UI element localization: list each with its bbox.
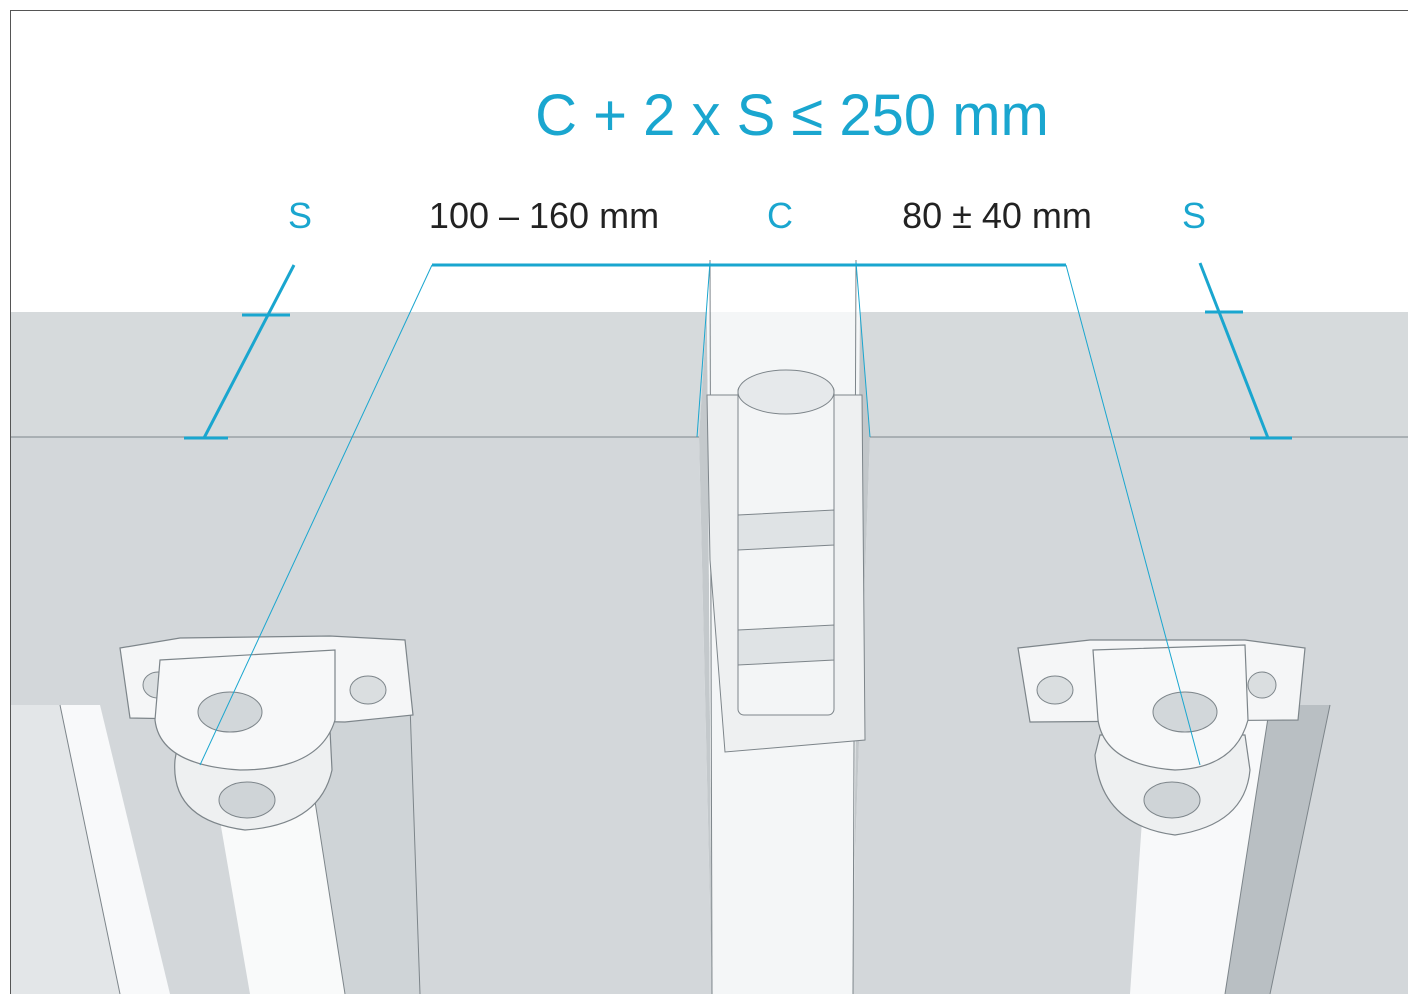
left-hinge-bracket	[119, 635, 414, 831]
right-projection-line	[1065, 264, 1201, 766]
s-label-left: S	[288, 195, 312, 236]
formula-title: C + 2 x S ≤ 250 mm	[535, 83, 1049, 148]
s-label-right: S	[1182, 195, 1206, 236]
range-label-left: 100 – 160 mm	[429, 195, 659, 236]
c-label: C	[767, 195, 793, 236]
left-projection-line	[199, 264, 433, 766]
dimension-lines	[184, 261, 1292, 766]
right-s-dimension	[1198, 262, 1270, 439]
right-hinge-bracket	[1017, 639, 1306, 836]
left-s-dimension	[202, 264, 296, 439]
range-label-right: 80 ± 40 mm	[902, 195, 1092, 236]
center-hinge	[706, 259, 866, 994]
